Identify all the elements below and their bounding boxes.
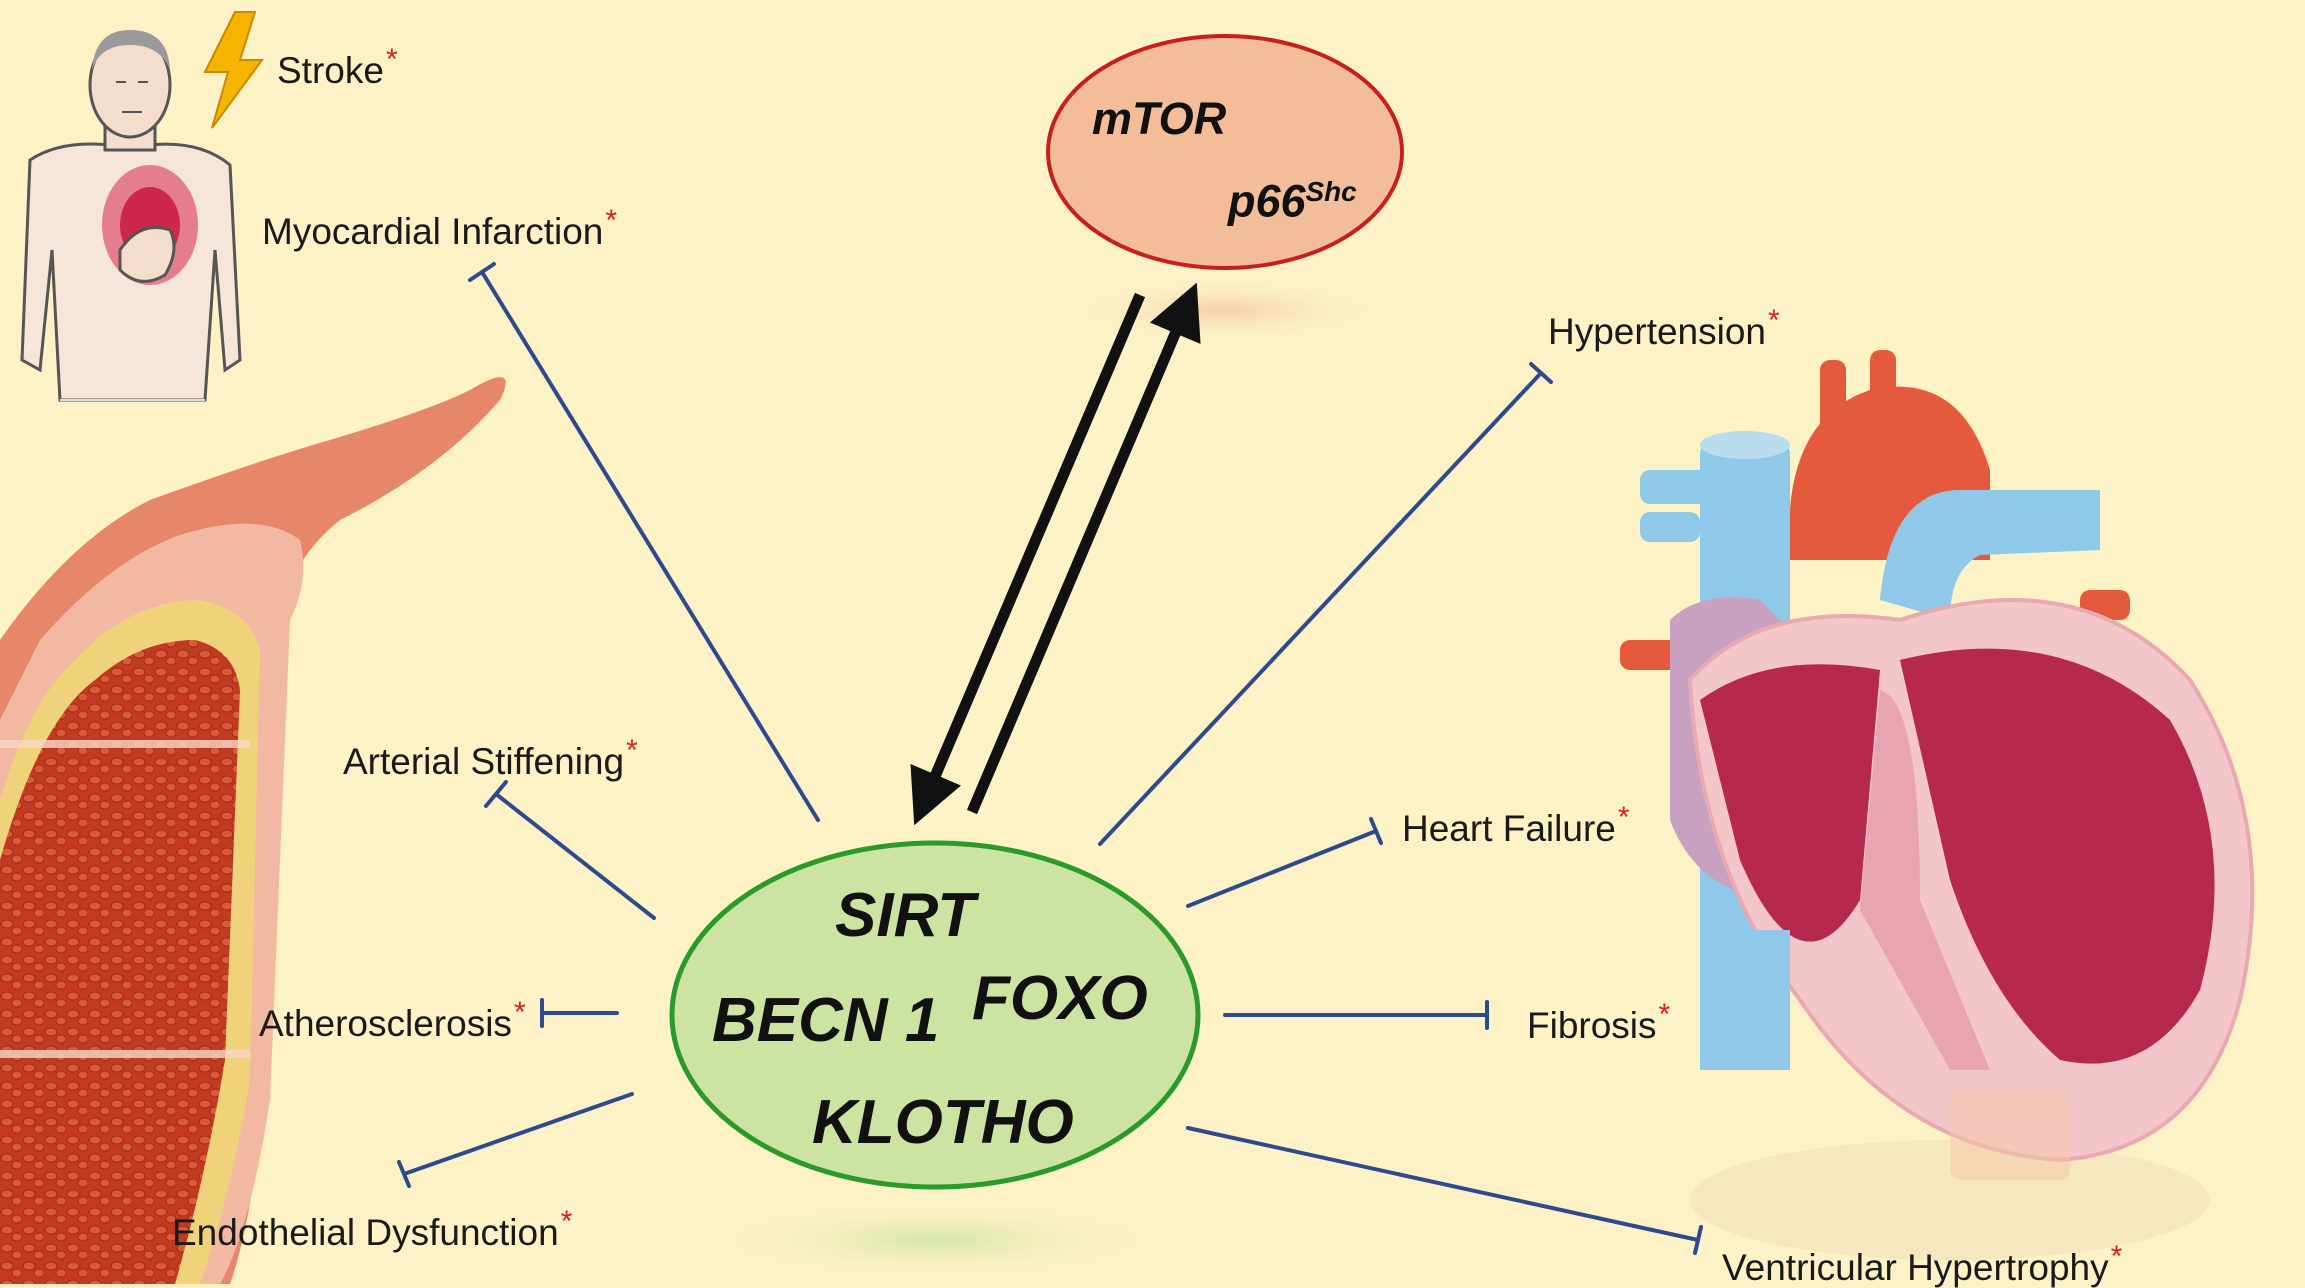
upstream-label-mtor: mTOR (1092, 96, 1226, 141)
label-fibrosis-text: Fibrosis (1527, 1005, 1657, 1046)
upstream-label-p66shc: p66Shc (1228, 178, 1357, 223)
label-endothelial-text: Endothelial Dysfunction (172, 1212, 559, 1253)
asterisk-fibrosis: * (1659, 998, 1671, 1031)
inhibition-arterial-stiffening (486, 782, 654, 918)
label-ventricular-hypertrophy: Ventricular Hypertrophy* (1722, 1242, 2122, 1286)
asterisk-atherosclerosis: * (514, 996, 526, 1029)
label-heart-failure: Heart Failure* (1402, 803, 1630, 847)
asterisk-arterial-stiffening: * (626, 734, 638, 767)
label-atherosclerosis: Atherosclerosis* (259, 998, 526, 1042)
arrow-to-center (925, 295, 1140, 800)
label-heart-failure-text: Heart Failure (1402, 808, 1616, 849)
p66-text: p66 (1228, 175, 1306, 226)
asterisk-endothelial: * (561, 1205, 573, 1238)
arrow-to-upstream (972, 308, 1186, 812)
artery-illustration (0, 377, 506, 1284)
center-node-shadow (705, 1200, 1165, 1280)
label-ventricular-hypertrophy-text: Ventricular Hypertrophy (1722, 1247, 2109, 1288)
asterisk-ventricular-hypertrophy: * (2111, 1240, 2123, 1273)
label-stroke-text: Stroke (277, 50, 384, 91)
gene-label-sirt: SIRT (835, 885, 975, 947)
label-arterial-stiffening: Arterial Stiffening* (343, 736, 638, 780)
inhibition-heart-failure (1188, 819, 1381, 906)
label-myocardial-infarction: Myocardial Infarction* (262, 206, 617, 250)
heart-illustration (1620, 350, 2252, 1260)
label-stroke: Stroke* (277, 45, 398, 89)
inhibition-hypertension (1100, 364, 1551, 844)
label-hypertension-text: Hypertension (1548, 311, 1766, 352)
label-arterial-stiffening-text: Arterial Stiffening (343, 741, 624, 782)
gene-label-becn1: BECN 1 (712, 990, 939, 1052)
gene-label-foxo: FOXO (972, 968, 1148, 1030)
asterisk-heart-failure: * (1618, 801, 1630, 834)
label-hypertension: Hypertension* (1548, 306, 1780, 350)
upstream-node (1048, 36, 1402, 268)
asterisk-stroke: * (386, 43, 398, 76)
inhibition-atherosclerosis (542, 1000, 617, 1026)
label-atherosclerosis-text: Atherosclerosis (259, 1003, 512, 1044)
inhibition-fibrosis (1225, 1002, 1487, 1028)
inhibition-endothelial-dysfunction (399, 1094, 632, 1186)
asterisk-mi: * (605, 204, 617, 237)
label-mi-text: Myocardial Infarction (262, 211, 603, 252)
lightning-bolt-icon (205, 12, 262, 128)
label-endothelial-dysfunction: Endothelial Dysfunction* (172, 1207, 572, 1251)
human-figure-illustration (10, 30, 250, 410)
inhibition-ventricular-hypertrophy (1188, 1128, 1701, 1253)
gene-label-klotho: KLOTHO (812, 1092, 1074, 1154)
label-fibrosis: Fibrosis* (1527, 1000, 1670, 1044)
upstream-node-shadow (1065, 278, 1385, 342)
asterisk-hypertension: * (1768, 304, 1780, 337)
shc-superscript: Shc (1306, 176, 1357, 207)
